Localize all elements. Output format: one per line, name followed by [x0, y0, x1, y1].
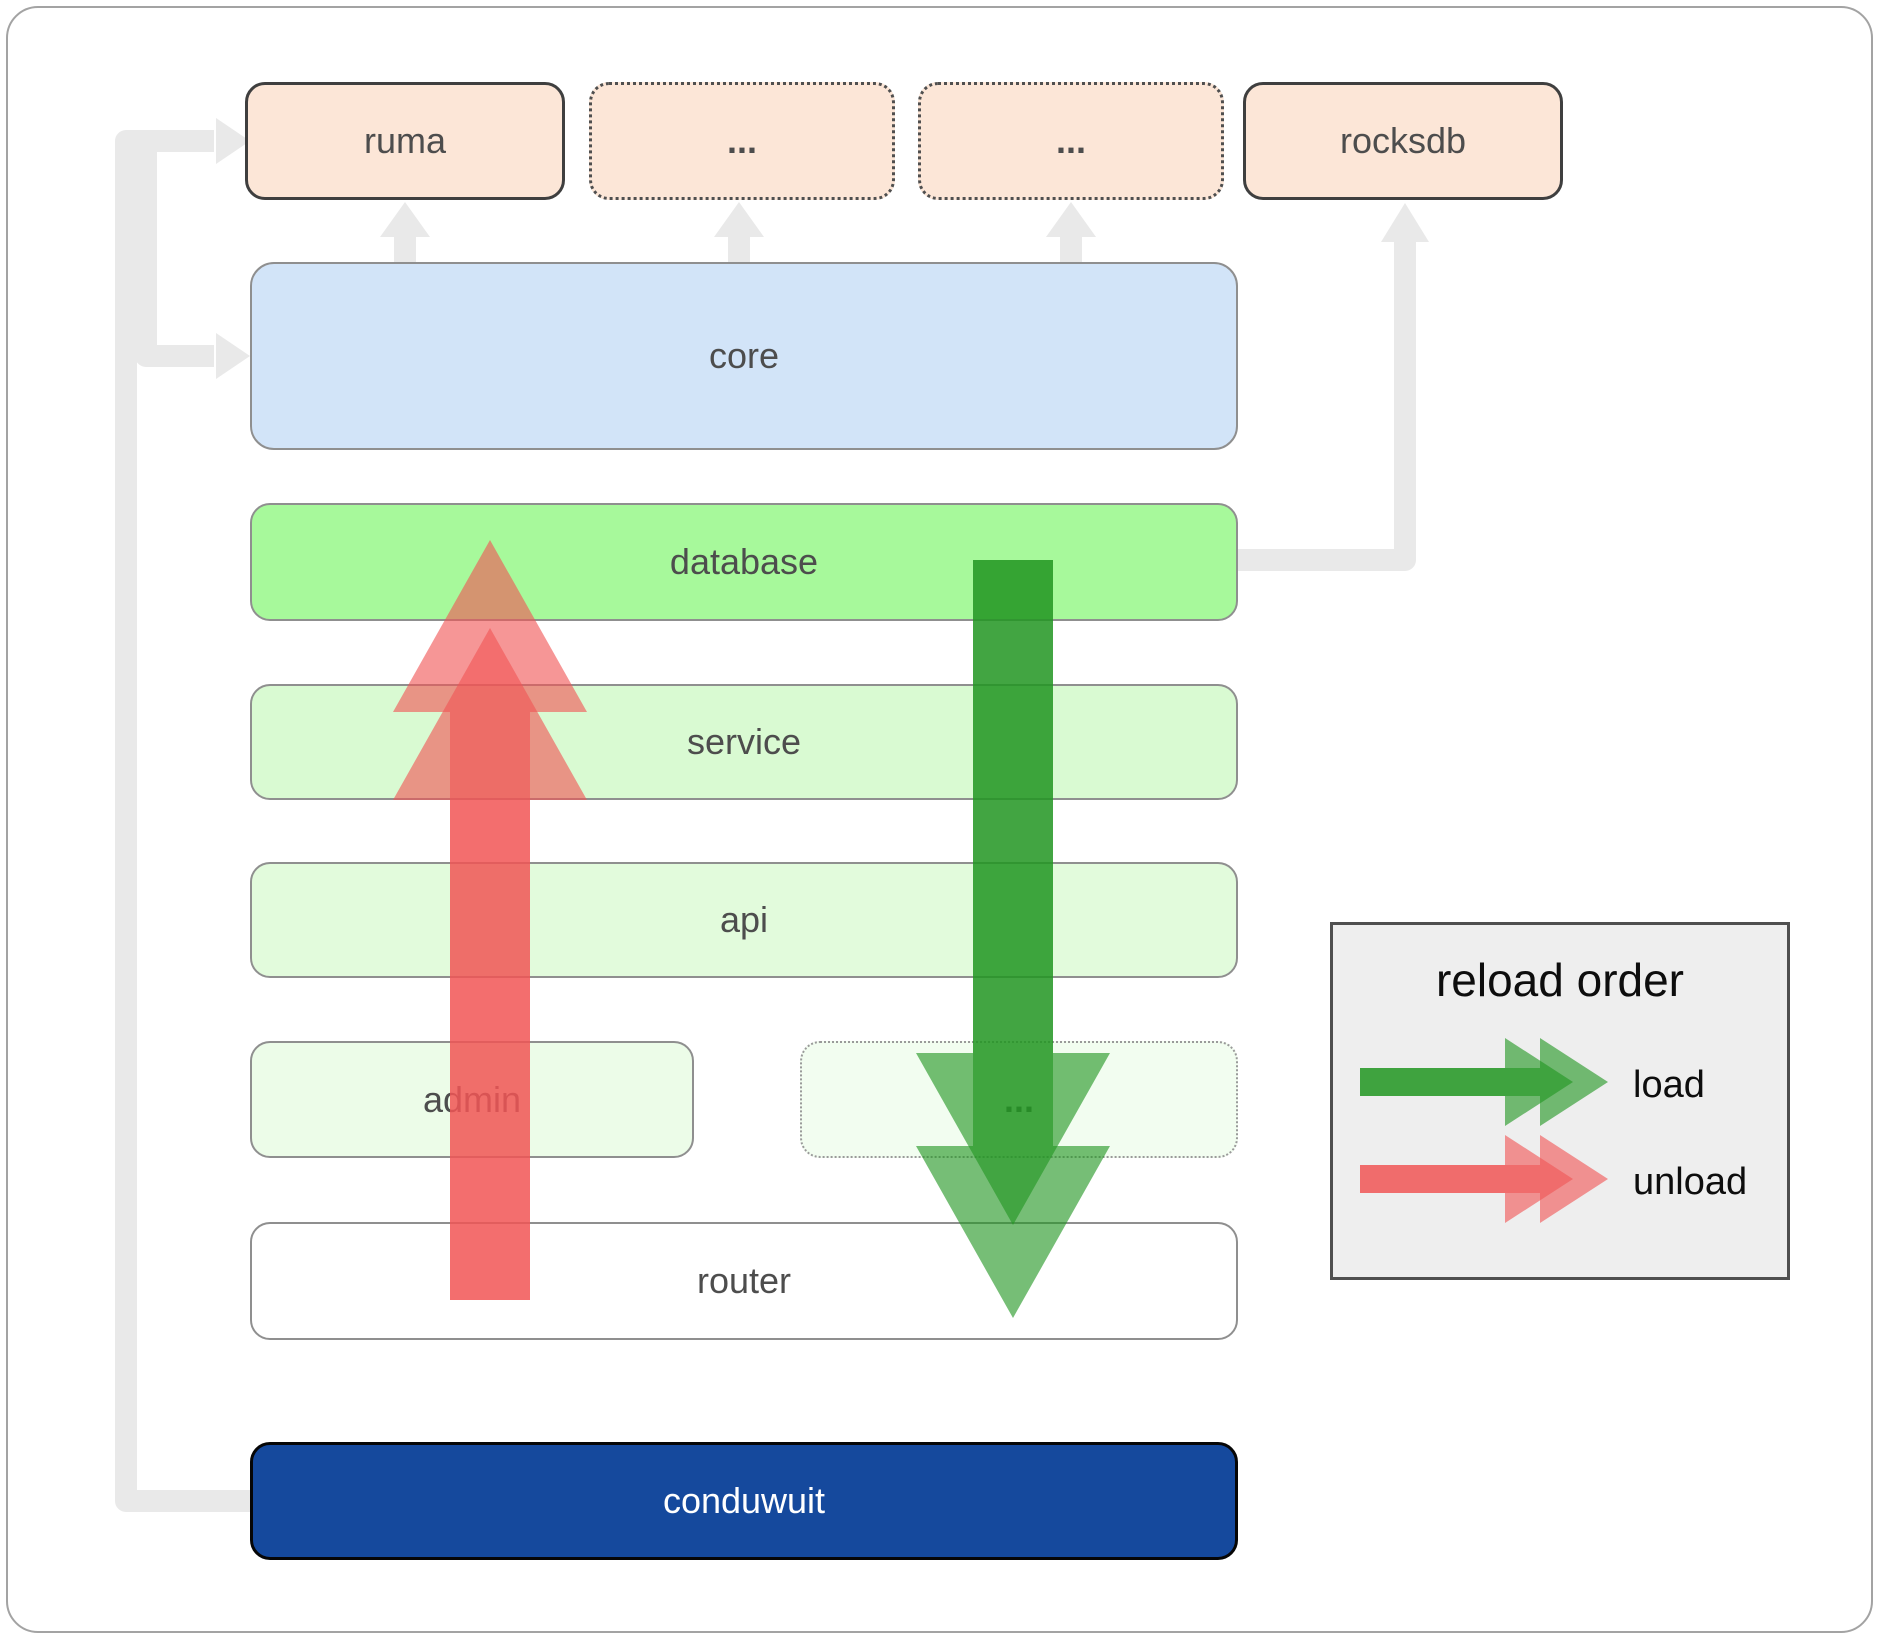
- legend-title: reload order: [1435, 954, 1685, 1006]
- node-router: router: [250, 1222, 1238, 1340]
- node-conduwuit: conduwuit: [250, 1442, 1238, 1560]
- legend: reload order load unload: [1330, 922, 1790, 1280]
- legend-load-label: load: [1633, 1064, 1705, 1106]
- node-ruma: ruma: [245, 82, 565, 200]
- node-api: api: [250, 862, 1238, 978]
- node-core: core: [250, 262, 1238, 450]
- node-ellipsis-top-1: ...: [589, 82, 895, 200]
- node-ellipsis-mid: ...: [800, 1041, 1238, 1158]
- legend-unload-label: unload: [1633, 1161, 1748, 1203]
- outer-frame: [6, 6, 1873, 1633]
- node-service: service: [250, 684, 1238, 800]
- node-ellipsis-top-2: ...: [918, 82, 1224, 200]
- node-database: database: [250, 503, 1238, 621]
- node-admin: admin: [250, 1041, 694, 1158]
- node-rocksdb: rocksdb: [1243, 82, 1563, 200]
